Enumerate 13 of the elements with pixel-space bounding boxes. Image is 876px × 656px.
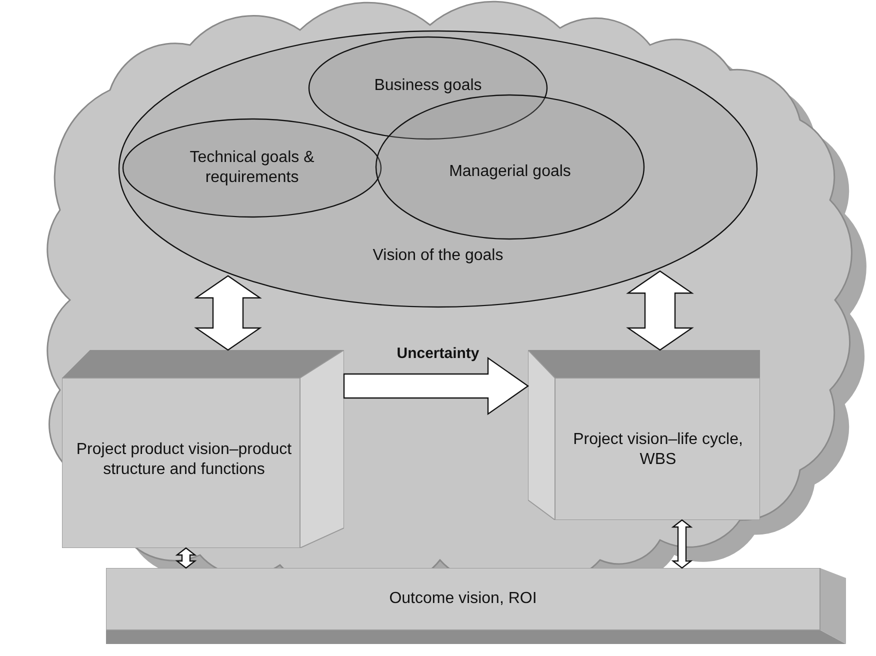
node-label: Technical goals & requirements — [188, 148, 316, 188]
block-arrow — [626, 270, 694, 351]
block-arrow — [194, 275, 262, 351]
node-label: Managerial goals — [449, 162, 571, 182]
block-arrow — [671, 519, 693, 569]
node-label: Project product vision–product structure and functions — [75, 440, 293, 480]
node-label: Outcome vision, ROI — [389, 589, 537, 609]
node-label: Business goals — [374, 76, 482, 96]
block-arrow — [175, 547, 197, 569]
node-label: Uncertainty — [396, 344, 480, 364]
block-arrow — [343, 356, 530, 416]
node-label: Vision of the goals — [372, 246, 504, 266]
node-label: Project vision–life cycle, WBS — [572, 430, 744, 470]
